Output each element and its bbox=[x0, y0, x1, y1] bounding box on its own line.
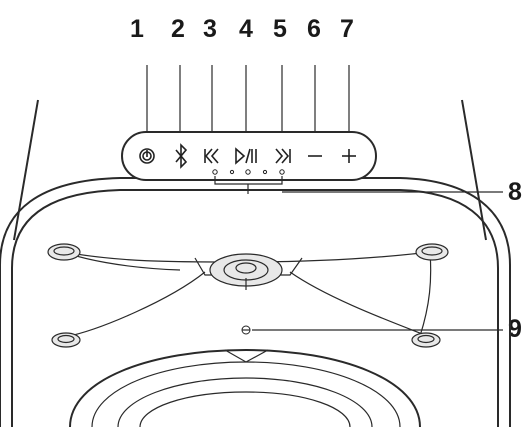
callout-4: 4 bbox=[239, 15, 253, 43]
power-icon[interactable] bbox=[139, 148, 155, 164]
bluetooth-icon[interactable] bbox=[175, 143, 188, 169]
speaker-body bbox=[0, 99, 511, 427]
foot-top-right bbox=[415, 243, 449, 261]
leader-lines-top bbox=[146, 65, 350, 138]
foot-bottom-left bbox=[51, 332, 81, 348]
callout-8: 8 bbox=[508, 178, 522, 206]
foot-bottom-right bbox=[411, 332, 441, 348]
play-pause-icon[interactable] bbox=[235, 147, 257, 165]
leader-line-8 bbox=[214, 176, 503, 194]
callout-7: 7 bbox=[340, 15, 354, 43]
callout-3: 3 bbox=[203, 15, 217, 43]
callout-5: 5 bbox=[273, 15, 287, 43]
control-panel bbox=[121, 131, 377, 181]
volume-up-icon[interactable] bbox=[342, 149, 356, 163]
screw-hole-icon bbox=[241, 325, 251, 335]
foot-top-left bbox=[47, 243, 81, 261]
status-led-icon bbox=[212, 169, 285, 175]
next-track-icon[interactable] bbox=[275, 148, 291, 164]
callout-6: 6 bbox=[307, 15, 321, 43]
callout-9: 9 bbox=[508, 315, 522, 343]
callout-1: 1 bbox=[130, 15, 144, 43]
woofer bbox=[69, 348, 421, 427]
previous-track-icon[interactable] bbox=[204, 148, 219, 164]
callout-2: 2 bbox=[171, 15, 185, 43]
center-mount bbox=[194, 253, 303, 290]
